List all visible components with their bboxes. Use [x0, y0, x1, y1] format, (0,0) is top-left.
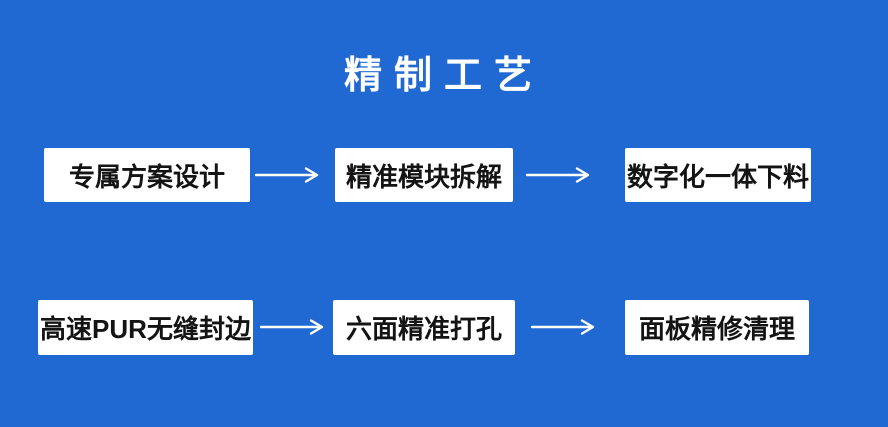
step-digital-integrated-cutting: 数字化一体下料: [625, 148, 811, 202]
step-panel-fine-finishing-cleaning: 面板精修清理: [625, 300, 809, 355]
arrow-right-icon: [526, 167, 590, 183]
step-exclusive-scheme-design: 专属方案设计: [44, 148, 250, 202]
arrow-right-icon: [531, 319, 595, 335]
step-precise-module-disassembly: 精准模块拆解: [335, 148, 513, 202]
step-high-speed-pur-edge-banding: 高速PUR无缝封边: [38, 300, 253, 355]
diagram-title: 精制工艺: [343, 55, 544, 97]
step-six-side-precise-drilling: 六面精准打孔: [333, 300, 515, 355]
arrow-right-icon: [260, 319, 324, 335]
arrow-right-icon: [255, 167, 319, 183]
